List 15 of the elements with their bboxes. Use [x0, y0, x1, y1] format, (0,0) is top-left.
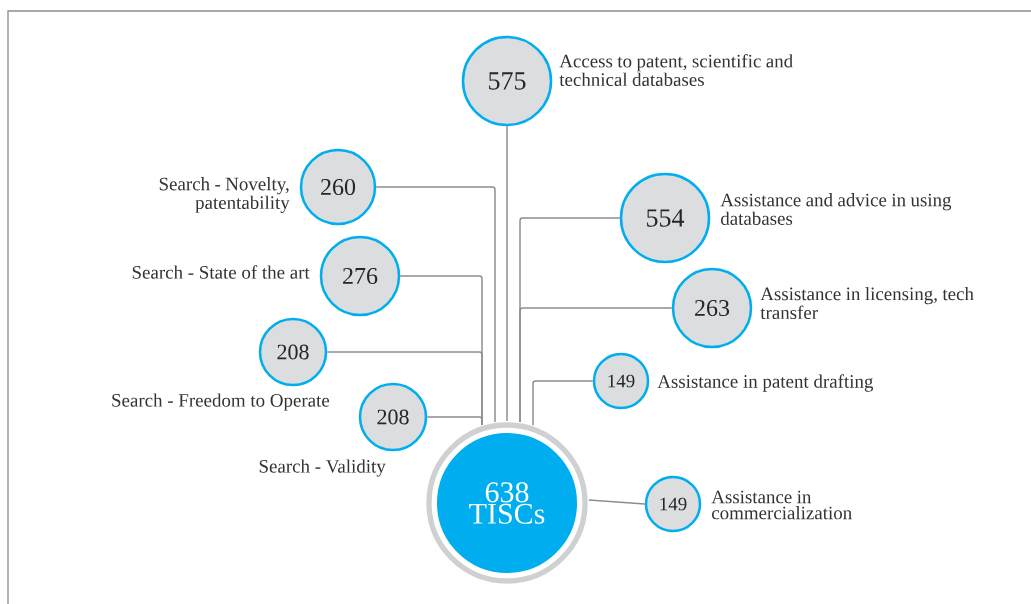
connector-line	[506, 125, 508, 422]
connector-line	[532, 380, 594, 426]
category-label: Assistance and advice in using databases	[720, 193, 952, 225]
category-label: Search - Novelty, patentability	[159, 177, 290, 213]
category-label: Assistance in licensing, tech transfer	[760, 286, 974, 320]
connector-line	[519, 307, 673, 423]
connector-line	[375, 186, 496, 423]
connector-line	[426, 416, 483, 426]
connector-line	[588, 499, 646, 505]
category-label: Assistance in patent drafting	[657, 374, 874, 392]
category-label: Access to patent, scientific and technical databases	[559, 54, 793, 86]
category-label: Assistance in commercialization	[711, 490, 852, 520]
category-label: Search - Validity	[259, 459, 386, 477]
category-label: Search - State of the art	[132, 265, 310, 279]
category-label: Search - Freedom to Operate	[112, 393, 330, 411]
